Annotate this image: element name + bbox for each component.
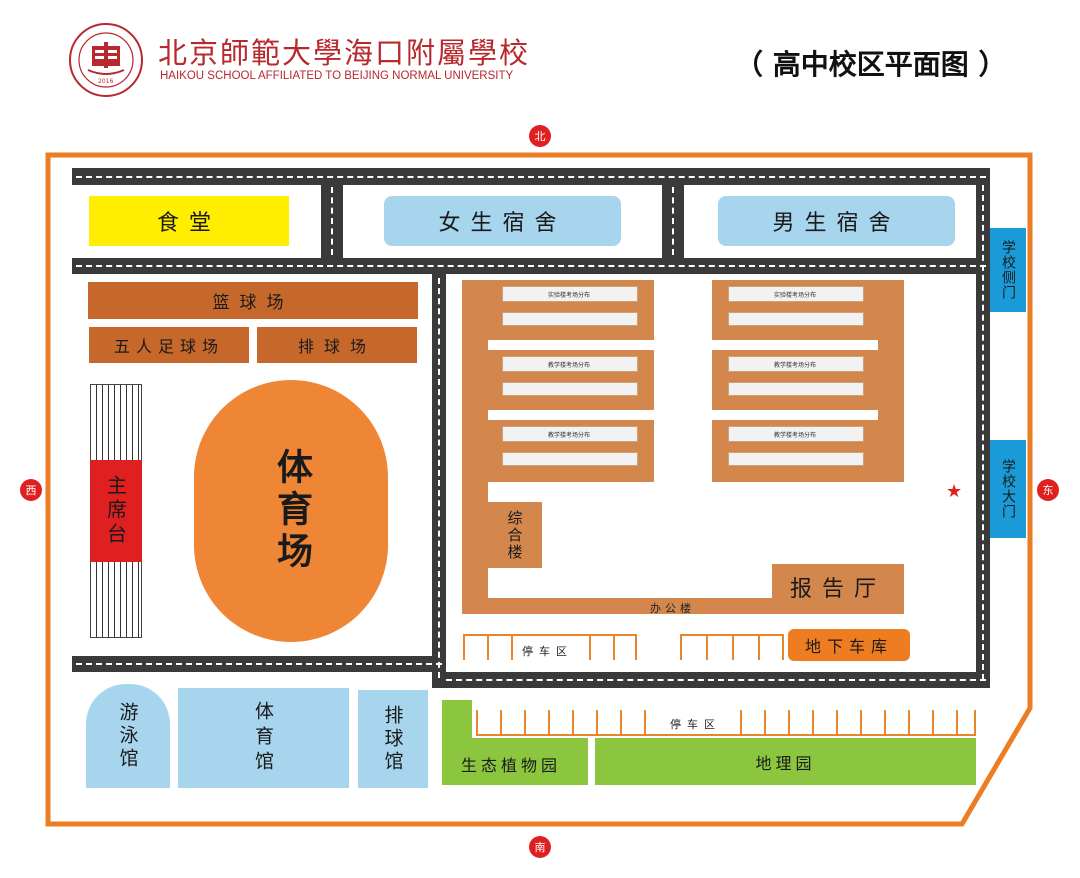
stadium[interactable]: 体育场 xyxy=(194,380,388,642)
school-name-en: HAIKOU SCHOOL AFFILIATED TO BEIJING NORM… xyxy=(160,70,514,82)
girls-dormitory[interactable]: 女生宿舍 xyxy=(384,196,621,246)
swimming-pool[interactable]: 游泳馆 xyxy=(86,684,170,788)
compass-east: 东 xyxy=(1037,479,1059,501)
parking-area-1: 停车区 xyxy=(522,643,573,659)
podium[interactable]: 主席台 xyxy=(90,460,142,562)
volleyball-hall[interactable]: 排球馆 xyxy=(358,690,428,788)
landmark-star: ★ xyxy=(946,481,963,502)
office-building-label: 办公楼 xyxy=(650,602,695,615)
wing-right-top-b xyxy=(728,312,864,326)
wing-left-bot-b xyxy=(502,452,638,466)
wing-left-top xyxy=(502,286,638,302)
wing-right-mid-b xyxy=(728,382,864,396)
map-title: （ 高中校区平面图 ） xyxy=(735,48,1007,81)
boys-dormitory[interactable]: 男生宿舍 xyxy=(718,196,955,246)
compass-south: 南 xyxy=(529,836,551,858)
compass-north: 北 xyxy=(529,125,551,147)
compass-west: 西 xyxy=(20,479,42,501)
wing-right-bot xyxy=(728,426,864,442)
side-gate[interactable]: 学校侧门 xyxy=(990,228,1026,312)
volleyball-court[interactable]: 排球场 xyxy=(257,327,417,363)
eco-garden: 生态植物园 xyxy=(461,756,562,775)
wing-right-top xyxy=(728,286,864,302)
wing-label-left-bot: 教学楼考场分布 xyxy=(548,432,591,439)
lecture-hall[interactable]: 报告厅 xyxy=(772,564,904,610)
main-gate[interactable]: 学校大门 xyxy=(990,440,1026,538)
wing-label-right-top: 实验楼考场分布 xyxy=(774,292,817,299)
logo-year: 2016 xyxy=(98,78,114,85)
wing-right-mid xyxy=(728,356,864,372)
basketball-court[interactable]: 篮球场 xyxy=(88,282,418,319)
geography-garden[interactable]: 地理园 xyxy=(595,738,976,785)
five-a-side-football-court[interactable]: 五人足球场 xyxy=(89,327,249,363)
wing-left-mid-b xyxy=(502,382,638,396)
canteen[interactable]: 食堂 xyxy=(89,196,289,246)
wing-label-left-top: 实验楼考场分布 xyxy=(548,292,591,299)
underground-garage[interactable]: 地下车库 xyxy=(788,629,910,661)
complex-building[interactable]: 综合楼 xyxy=(488,502,542,568)
office-building-base[interactable] xyxy=(462,482,488,614)
parking-area-2: 停车区 xyxy=(670,716,721,732)
school-logo xyxy=(68,22,144,98)
wing-left-bot xyxy=(502,426,638,442)
gymnasium[interactable]: 体育馆 xyxy=(178,688,349,788)
wing-label-right-mid: 教学楼考场分布 xyxy=(774,362,817,369)
school-name-cn: 北京師範大學海口附屬學校 xyxy=(158,36,531,70)
wing-label-right-bot: 教学楼考场分布 xyxy=(774,432,817,439)
wing-right-bot-b xyxy=(728,452,864,466)
wing-left-top-b xyxy=(502,312,638,326)
wing-label-left-mid: 教学楼考场分布 xyxy=(548,362,591,369)
wing-left-mid xyxy=(502,356,638,372)
